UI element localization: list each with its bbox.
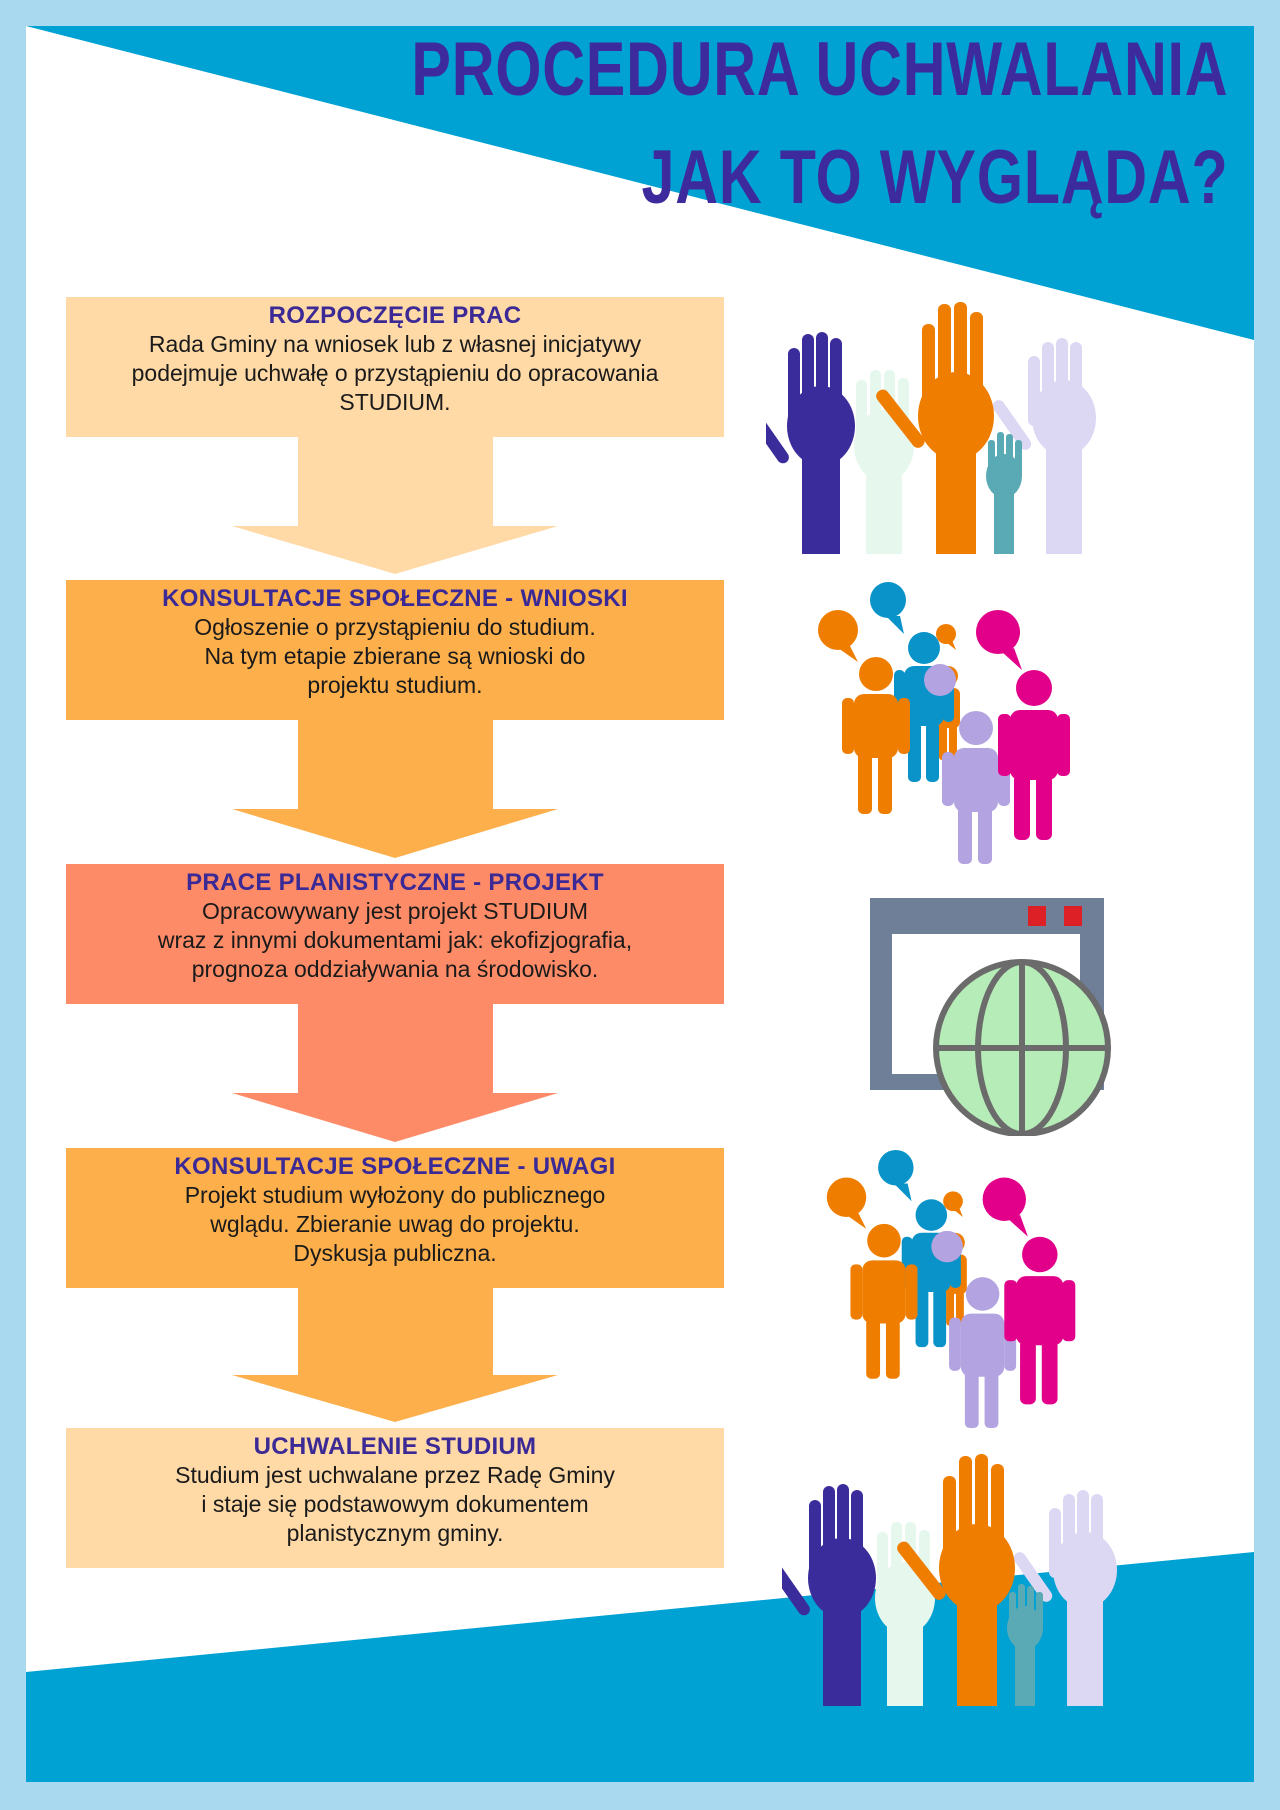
people-talking-icon: [826, 1149, 1076, 1429]
flow-arrow: [232, 1288, 558, 1422]
step-box-planning-project: PRACE PLANISTYCZNE - PROJEKT Opracowywan…: [66, 864, 724, 1004]
step-title: PRACE PLANISTYCZNE - PROJEKT: [186, 869, 604, 896]
step-text: Projekt studium wyłożony do publicznego …: [184, 1182, 606, 1266]
step-title: ROZPOCZĘCIE PRAC: [268, 302, 522, 329]
flow-arrow: [232, 437, 558, 574]
step-title: UCHWALENIE STUDIUM: [253, 1433, 537, 1460]
step-text: Rada Gminy na wniosek lub z własnej inic…: [131, 331, 659, 415]
step-box-consultation-requests: KONSULTACJE SPOŁECZNE - WNIOSKI Ogłoszen…: [66, 580, 724, 720]
flow-arrow: [232, 1004, 558, 1142]
raised-hands-icon: [766, 302, 1096, 554]
step-text: Studium jest uchwalane przez Radę Gminy …: [175, 1462, 615, 1546]
step-title: KONSULTACJE SPOŁECZNE - WNIOSKI: [162, 585, 628, 612]
web-globe-icon: [870, 898, 1111, 1136]
step-title: KONSULTACJE SPOŁECZNE - UWAGI: [174, 1153, 616, 1180]
people-talking-icon: [818, 582, 1070, 864]
flow-arrow: [232, 720, 558, 858]
step-text: Ogłoszenie o przystąpieniu do studium. N…: [194, 614, 596, 698]
step-box-start: ROZPOCZĘCIE PRAC Rada Gminy na wniosek l…: [66, 297, 724, 437]
step-box-adoption: UCHWALENIE STUDIUM Studium jest uchwalan…: [66, 1428, 724, 1568]
title-line-1: PROCEDURA UCHWALANIA: [411, 27, 1228, 112]
title-line-2: JAK TO WYGLĄDA?: [641, 135, 1228, 220]
step-box-consultation-remarks: KONSULTACJE SPOŁECZNE - UWAGI Projekt st…: [66, 1148, 724, 1288]
step-text: Opracowywany jest projekt STUDIUM wraz z…: [157, 898, 633, 982]
raised-hands-icon: [782, 1454, 1117, 1706]
